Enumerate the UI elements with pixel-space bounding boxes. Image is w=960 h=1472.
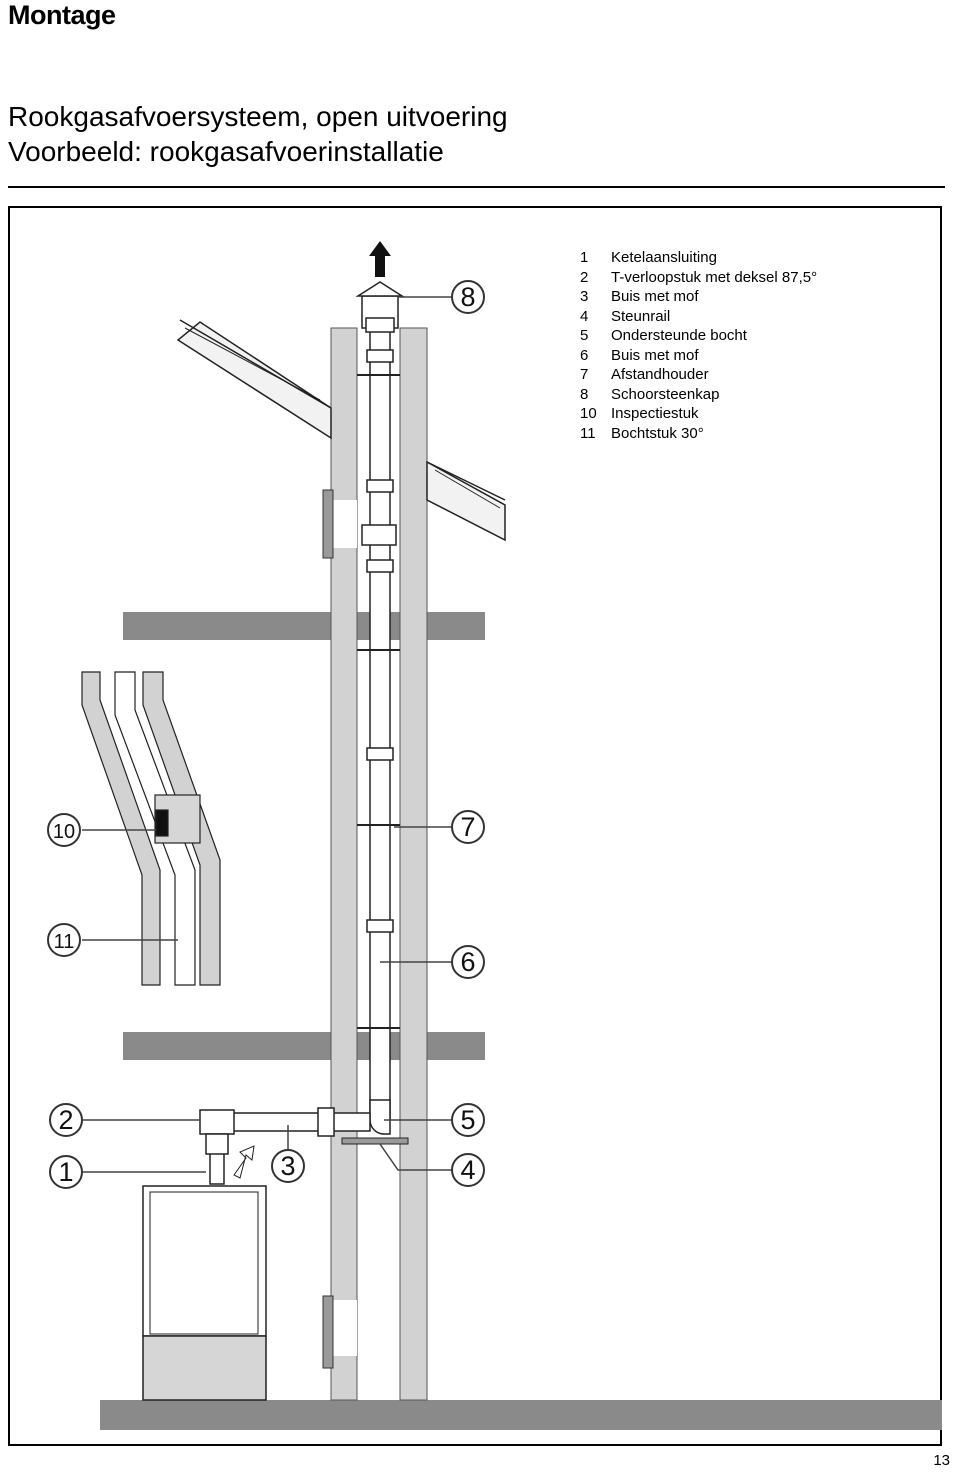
callout-circle-1 [49, 1155, 83, 1189]
page-title: Rookgasafvoersysteem, open uitvoering [8, 101, 508, 132]
section-title: Montage [8, 0, 116, 30]
supported-bend [369, 1099, 391, 1135]
chimney-cap [355, 281, 405, 333]
chimney-opening-bottom [331, 1300, 357, 1356]
chimney-wall-right [399, 327, 428, 1401]
chimney-opening [331, 500, 357, 548]
callout-circle-8 [451, 280, 485, 314]
callout-7: 7 [460, 812, 475, 842]
tee-inspection-upper [361, 524, 397, 546]
air-arrow-icon [233, 1145, 255, 1179]
cleanout-door-lower [322, 1295, 334, 1369]
page-subtitle: Voorbeeld: rookgasafvoerinstallatie [8, 136, 444, 167]
leader-lines [82, 296, 452, 1173]
page-number: 13 [933, 1452, 950, 1469]
callout-5: 5 [460, 1105, 475, 1135]
callout-8: 8 [460, 282, 475, 312]
callout-circle-3 [271, 1149, 305, 1183]
callout-circle-6 [451, 945, 485, 979]
ground-floor [100, 1400, 942, 1430]
callout-circle-2 [49, 1103, 83, 1137]
roof-left [176, 319, 332, 440]
callout-circle-5 [451, 1103, 485, 1137]
flue-pipe [369, 319, 391, 1121]
callout-circle-4 [451, 1153, 485, 1187]
callout-circle-7 [451, 810, 485, 844]
floor-slab-middle [123, 1032, 485, 1060]
roof-right [426, 460, 506, 542]
callout-6: 6 [460, 947, 475, 977]
callout-1: 1 [58, 1157, 73, 1187]
callout-circle-10 [47, 813, 81, 847]
callout-11: 11 [54, 931, 75, 953]
spacers [357, 374, 400, 1029]
boiler-connection [205, 1133, 229, 1185]
callout-2: 2 [58, 1105, 73, 1135]
callout-4: 4 [460, 1155, 475, 1185]
inset-offset-detail [81, 671, 221, 986]
chimney-wall-left [330, 327, 358, 1401]
tee-reducer [199, 1109, 235, 1135]
exhaust-arrow-icon [369, 241, 391, 277]
figure-frame [8, 206, 942, 1446]
pipe-sockets [366, 349, 394, 933]
header-rule [8, 186, 945, 188]
connection-pipe [229, 1112, 371, 1132]
callout-3: 3 [280, 1151, 295, 1181]
boiler [142, 1185, 267, 1401]
floor-slab-upper [123, 612, 485, 640]
support-rail [341, 1137, 409, 1145]
callout-10: 10 [53, 821, 75, 843]
callout-circle-11 [47, 923, 81, 957]
cleanout-door-upper [322, 489, 334, 559]
